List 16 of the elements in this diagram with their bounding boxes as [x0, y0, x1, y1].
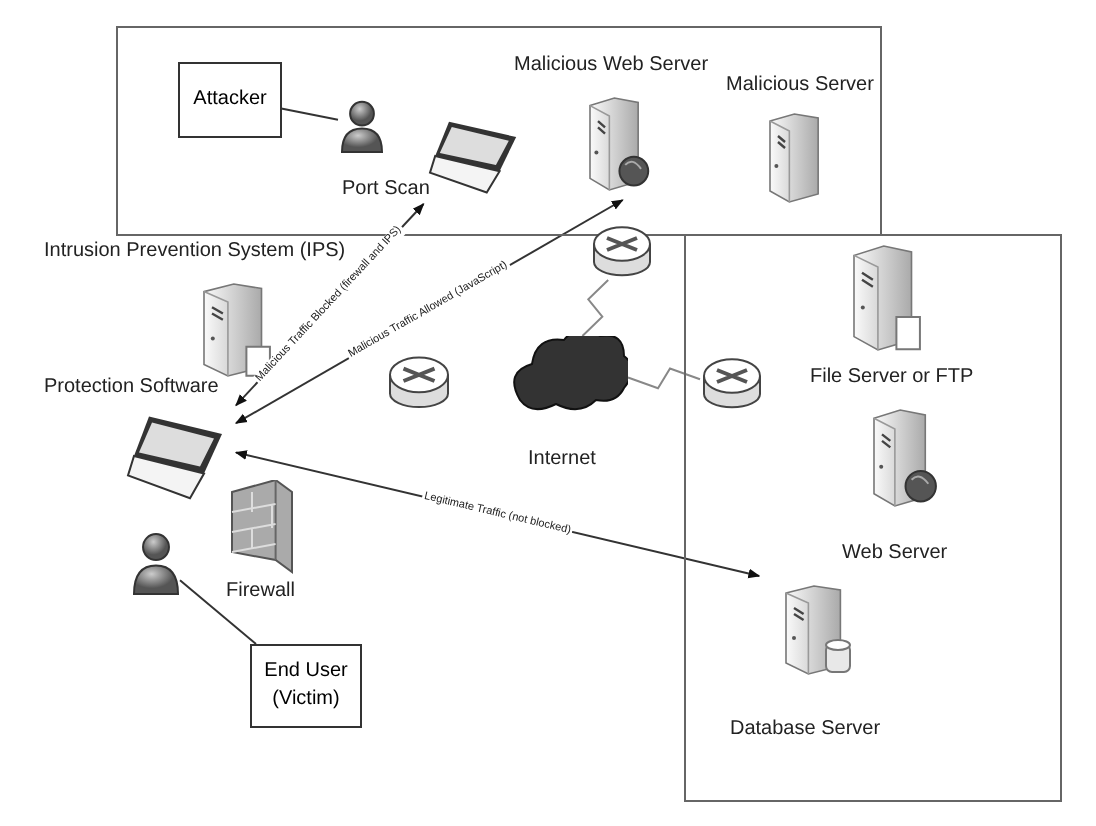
- node-label: Protection Software: [44, 376, 219, 400]
- node-label: Internet: [528, 448, 596, 472]
- node-label: Port Scan: [342, 178, 430, 202]
- node-label: Web Server: [842, 542, 948, 566]
- label-box: End User (Victim): [250, 644, 362, 728]
- node-label: Firewall: [226, 580, 295, 604]
- node-label: File Server or FTP: [810, 366, 974, 390]
- connector-line: [279, 107, 339, 121]
- node-label: Database Server: [730, 718, 881, 742]
- connector-line: [179, 579, 257, 645]
- node-label: Malicious Web Server: [514, 54, 709, 78]
- zone-box: [684, 234, 1062, 802]
- node-label: Malicious Server: [726, 74, 874, 98]
- label-box: Attacker: [178, 62, 282, 138]
- lightning-link: [627, 367, 701, 390]
- lightning-link: [581, 279, 610, 337]
